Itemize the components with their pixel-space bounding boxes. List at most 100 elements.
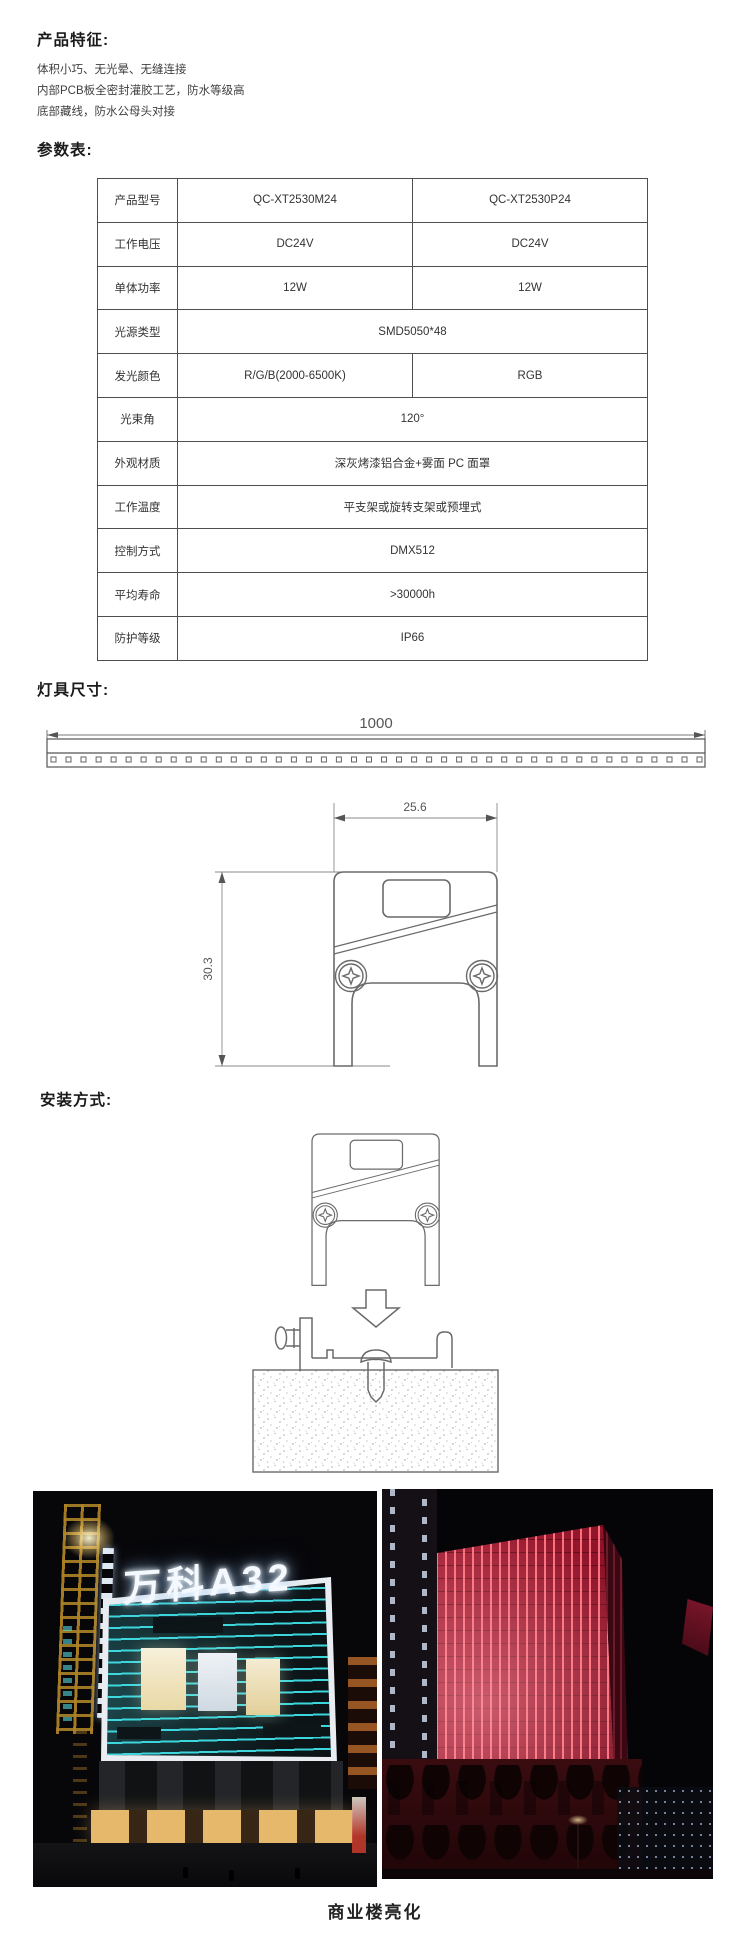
spec-value: QC-XT2530P24 — [412, 178, 648, 223]
led-square — [65, 756, 72, 763]
lit-window — [198, 1653, 237, 1711]
spec-value: 12W — [177, 265, 413, 311]
led-square — [636, 756, 643, 763]
spec-value: >30000h — [177, 572, 648, 617]
spec-value: 120° — [177, 396, 648, 442]
neon-sign-text: 万科A32 — [123, 1556, 294, 1611]
spec-label: 防护等级 — [97, 615, 178, 661]
red-led-facade — [437, 1525, 614, 1768]
led-square — [335, 756, 342, 763]
feature-item: 内部PCB板全密封灌胶工艺，防水等级高 — [37, 85, 245, 97]
pedestrian — [229, 1870, 234, 1881]
spec-value: R/G/B(2000-6500K) — [177, 353, 413, 398]
distant-buildings — [617, 1787, 713, 1873]
spec-row: 工作温度平支架或旋转支架或预埋式 — [97, 484, 648, 530]
ground — [33, 1843, 377, 1887]
lamp-profile-section — [333, 871, 499, 1067]
mounting-bracket — [274, 1317, 453, 1371]
led-square — [501, 756, 508, 763]
led-square — [576, 756, 583, 763]
spec-label: 单体功率 — [97, 265, 178, 311]
led-square — [125, 756, 132, 763]
led-square — [411, 756, 418, 763]
led-square — [170, 756, 177, 763]
arcade-posters — [388, 1781, 628, 1815]
installation-heading: 安装方式: — [40, 1092, 113, 1109]
width-dimension-label: 25.6 — [403, 800, 427, 814]
installation-diagram — [252, 1133, 499, 1473]
pedestrian — [295, 1868, 300, 1879]
led-square — [396, 756, 402, 763]
mounting-surface — [252, 1369, 499, 1473]
led-square — [606, 756, 613, 763]
features-heading: 产品特征: — [37, 32, 110, 49]
street-lamp — [572, 1819, 584, 1874]
led-square — [621, 756, 628, 763]
led-square — [456, 756, 463, 763]
spec-value: DC24V — [412, 221, 648, 267]
led-square — [426, 756, 433, 763]
led-square — [546, 756, 553, 763]
spec-label: 产品型号 — [97, 178, 178, 223]
spec-label: 工作温度 — [97, 484, 178, 530]
spec-value: RGB — [412, 353, 648, 398]
led-square — [80, 756, 87, 763]
street-lamp-glow — [568, 1815, 588, 1825]
led-square — [50, 756, 57, 763]
spec-label: 光源类型 — [97, 309, 178, 355]
led-square — [230, 756, 237, 763]
arcade — [382, 1759, 642, 1878]
led-dash-strip — [422, 1499, 427, 1779]
led-square — [666, 756, 673, 763]
led-square — [561, 756, 568, 763]
led-square — [651, 756, 658, 763]
length-dimension-label: 1000 — [359, 715, 392, 732]
stripe-gap — [117, 1727, 161, 1739]
cross-section-drawing: 25.6 30.3 — [201, 800, 499, 1067]
led-square — [591, 756, 598, 763]
led-square — [471, 756, 478, 763]
led-dash-strip — [390, 1489, 395, 1779]
led-square — [275, 756, 282, 763]
led-square — [441, 756, 448, 763]
led-square — [351, 756, 357, 763]
ground — [382, 1869, 713, 1878]
anchor-pin — [360, 1349, 392, 1404]
spec-label: 工作电压 — [97, 221, 178, 267]
led-square — [290, 756, 297, 763]
photo-caption: 商业楼亮化 — [327, 1903, 423, 1922]
pedestrian — [183, 1867, 188, 1878]
led-square — [381, 756, 387, 763]
photo-right-building — [382, 1489, 713, 1879]
led-square — [531, 756, 538, 763]
spec-label: 控制方式 — [97, 528, 178, 574]
led-square — [366, 756, 372, 763]
spec-value: SMD5050*48 — [177, 309, 648, 355]
led-square — [155, 756, 162, 763]
spec-value: DMX512 — [177, 528, 648, 574]
led-square — [200, 756, 207, 763]
spec-label: 发光颜色 — [97, 353, 178, 398]
feature-item: 体积小巧、无光晕、无缝连接 — [37, 64, 187, 76]
spec-row: 外观材质深灰烤漆铝合金+雾面 PC 面罩 — [97, 440, 648, 486]
led-square — [320, 756, 327, 763]
stripe-gap — [263, 1723, 321, 1737]
stripe-gap — [153, 1617, 223, 1633]
dimensions-heading: 灯具尺寸: — [37, 682, 110, 699]
spec-value: IP66 — [177, 615, 648, 661]
lit-window — [246, 1659, 280, 1715]
vertical-banner — [352, 1797, 366, 1853]
down-arrow — [350, 1289, 402, 1328]
led-strip — [50, 756, 703, 763]
spec-label: 光束角 — [97, 396, 178, 442]
spec-value: 平支架或旋转支架或预埋式 — [177, 484, 648, 530]
